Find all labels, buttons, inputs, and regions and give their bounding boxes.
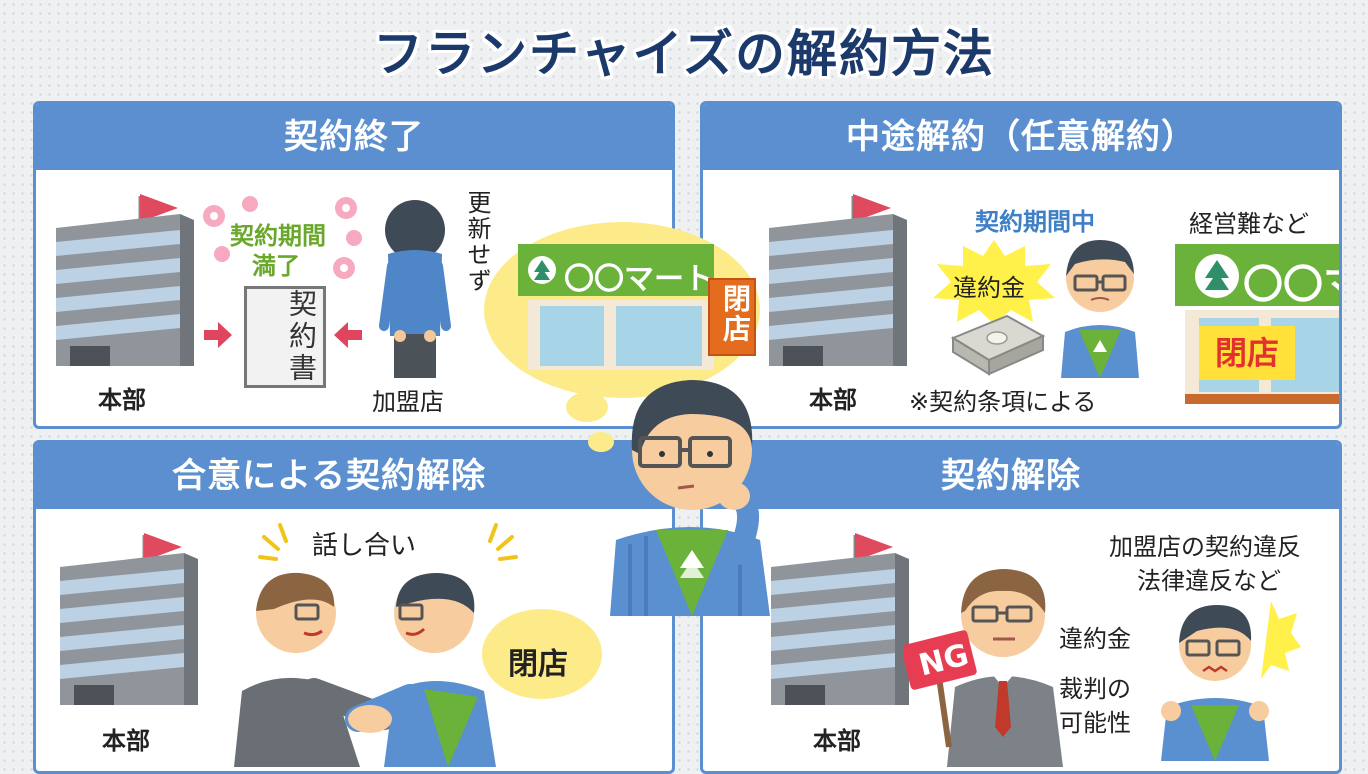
emphasis-lines-icon	[258, 523, 518, 561]
flower-decoration-icon	[203, 196, 362, 279]
panel-midterm-cancel: 中途解約（任意解約） 本部 契約期間中 違約金	[700, 101, 1342, 429]
page-title: フランチャイズの解約方法	[373, 25, 995, 83]
management-difficulty-label: 経営難など	[1189, 210, 1309, 238]
store-name-sign: 〇〇マ	[1243, 262, 1339, 308]
bowing-person-icon	[379, 200, 451, 378]
hq-label: 本部	[98, 386, 146, 414]
hq-building-icon	[769, 194, 907, 366]
panel-header: 中途解約（任意解約）	[703, 104, 1339, 170]
franchisee-label: 加盟店	[372, 388, 444, 416]
panel-contract-termination: 契約解除 本部 NG 加盟店の契約違反 法律違反など 違約金 裁判の 可能性	[700, 440, 1342, 774]
thinking-franchisee-icon	[610, 380, 770, 616]
lawsuit-label-line2: 可能性	[1059, 709, 1131, 737]
store-name-sign: 〇〇マート	[564, 262, 714, 297]
panel-header: 契約解除	[703, 443, 1339, 509]
contract-clause-note: ※契約条項による	[909, 388, 1097, 416]
arrow-left-icon	[334, 322, 362, 348]
violation-label-line1: 加盟店の契約違反	[1109, 533, 1301, 561]
lawsuit-label-line1: 裁判の	[1059, 675, 1131, 703]
closed-store-icon	[518, 244, 714, 370]
term-expired-label-line1: 契約期間	[230, 222, 326, 250]
contract-period-label: 契約期間中	[975, 208, 1095, 236]
distressed-franchisee-icon	[1161, 601, 1301, 761]
contract-document: 契約書	[244, 286, 326, 388]
closed-sign-label: 閉店	[719, 284, 752, 344]
hq-building-icon	[60, 533, 198, 705]
closed-speech-bubble	[482, 609, 602, 699]
closed-sign	[708, 278, 756, 356]
no-renewal-label: 更新せず	[463, 190, 491, 294]
money-stack-icon	[950, 314, 1046, 376]
closed-sign: 閉店	[1199, 326, 1295, 380]
hq-building-icon	[771, 533, 909, 705]
term-expired-label-line2: 満了	[252, 252, 300, 280]
hq-label: 本部	[813, 727, 861, 755]
penalty-burst-icon	[933, 240, 1055, 324]
panel-mutual-termination: 合意による契約解除 本部 話し合い 閉店	[33, 440, 675, 774]
panel-header: 合意による契約解除	[36, 443, 672, 509]
thought-bubble-dot	[566, 392, 608, 422]
thought-bubble-dot	[588, 432, 614, 452]
hq-label: 本部	[102, 727, 150, 755]
arrow-right-icon	[204, 322, 232, 348]
franchisee-person-icon	[1061, 240, 1139, 378]
violation-label-line2: 法律違反など	[1137, 567, 1281, 595]
penalty-label: 違約金	[1059, 625, 1131, 653]
penalty-label: 違約金	[953, 274, 1025, 302]
hq-building-icon	[56, 194, 194, 366]
handshake-people-icon	[234, 572, 496, 767]
panel-header: 契約終了	[36, 104, 672, 170]
closed-label: 閉店	[508, 647, 568, 682]
hq-label: 本部	[809, 386, 857, 414]
discussion-label: 話し合い	[312, 531, 417, 561]
hq-manager-ng-icon	[903, 569, 1063, 767]
